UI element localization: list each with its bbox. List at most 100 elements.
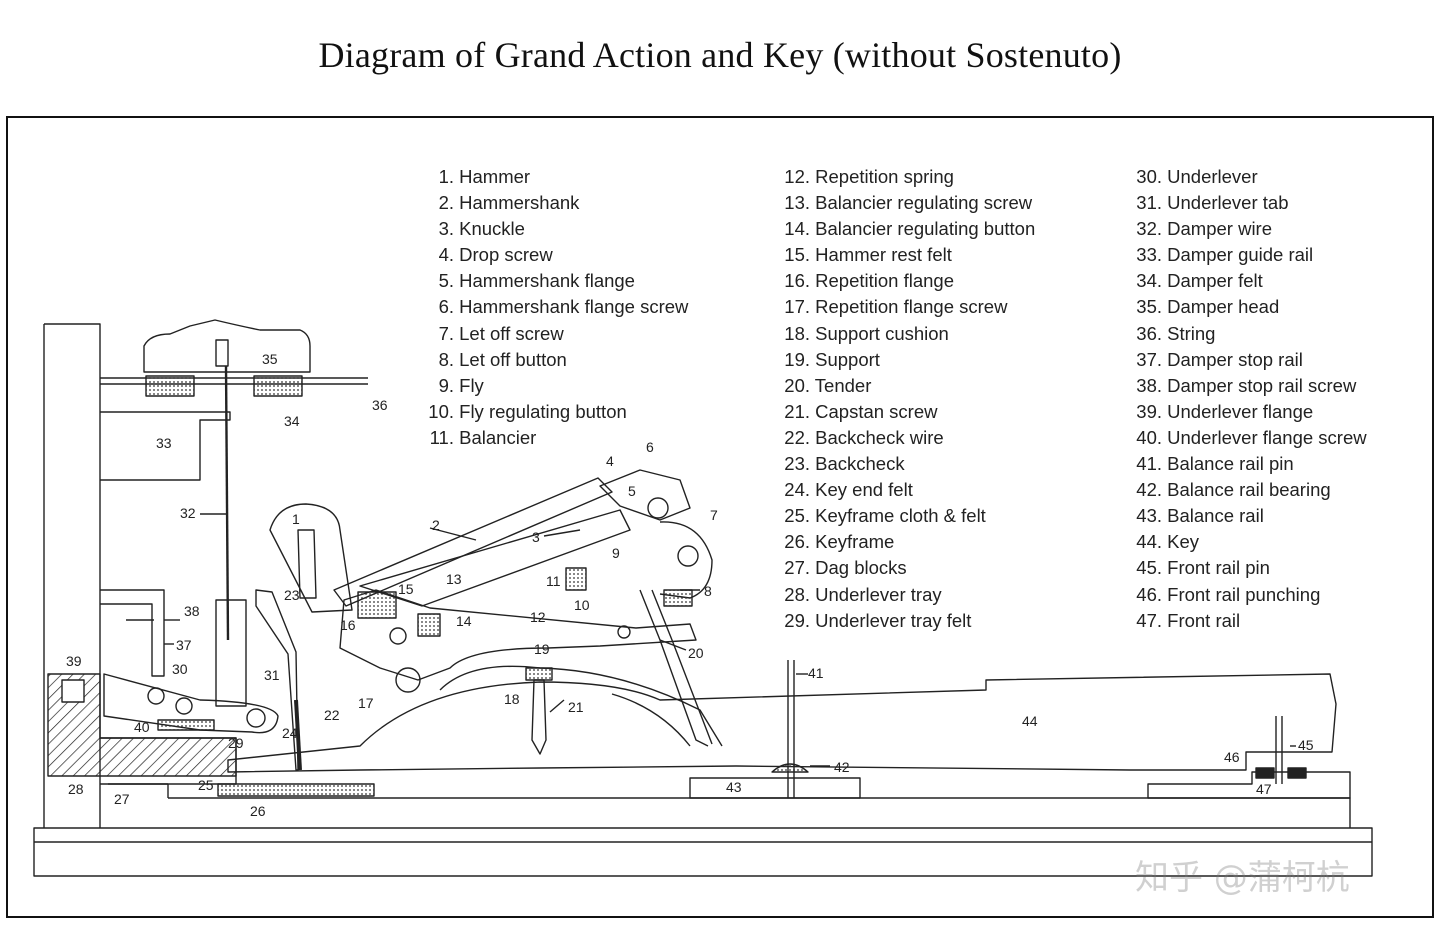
callout-25: 25 <box>198 777 214 793</box>
diagram-frame <box>6 116 1434 918</box>
legend-item: 44. Key <box>1128 529 1367 555</box>
legend-item-label: Tender <box>810 374 872 396</box>
legend-item-label: Damper wire <box>1162 218 1272 240</box>
legend-item-label: Fly regulating button <box>454 400 627 422</box>
legend-item-number: 45. <box>1136 557 1162 579</box>
legend-item-number: 21. <box>784 400 810 422</box>
legend-item-number: 23. <box>784 453 810 475</box>
legend-item-label: Let off button <box>454 348 567 370</box>
legend-item-number: 27. <box>784 557 810 579</box>
callout-41: 41 <box>808 665 824 681</box>
legend-item: 36. String <box>1128 321 1367 347</box>
legend-item: 8. Let off button <box>420 347 688 373</box>
legend-item: 17. Repetition flange screw <box>778 294 1035 320</box>
legend-item-label: Hammershank flange screw <box>454 296 689 318</box>
legend-item: 10. Fly regulating button <box>420 399 688 425</box>
damper-wire <box>224 365 230 641</box>
callout-11: 11 <box>546 573 561 589</box>
legend-item-number: 18. <box>784 322 810 344</box>
legend-item-label: Damper head <box>1162 296 1280 318</box>
legend-item: 22. Backcheck wire <box>778 425 1035 451</box>
callout-6: 6 <box>646 439 654 455</box>
legend-item-number: 46. <box>1136 583 1162 605</box>
legend-item: 42. Balance rail bearing <box>1128 477 1367 503</box>
legend-item-number: 6. <box>438 296 454 318</box>
legend-item-number: 35. <box>1136 296 1162 318</box>
legend-item: 15. Hammer rest felt <box>778 242 1035 268</box>
legend-item: 24. Key end felt <box>778 477 1035 503</box>
legend-item-label: Underlever flange <box>1162 400 1314 422</box>
legend-item-number: 41. <box>1136 453 1162 475</box>
legend-item: 34. Damper felt <box>1128 268 1367 294</box>
callout-30: 30 <box>172 661 188 677</box>
callout-22: 22 <box>324 707 340 723</box>
callout-28: 28 <box>68 781 84 797</box>
hammer <box>269 503 353 613</box>
legend-item-label: Underlever <box>1162 166 1258 187</box>
legend-item-number: 4. <box>438 244 454 266</box>
legend-item-label: Underlever tray <box>810 583 942 605</box>
callout-4: 4 <box>606 453 614 469</box>
damper-head <box>143 319 311 373</box>
legend-item: 38. Damper stop rail screw <box>1128 373 1367 399</box>
legend-item: 43. Balance rail <box>1128 503 1367 529</box>
callout-33: 33 <box>156 435 172 451</box>
callout-8: 8 <box>704 583 712 599</box>
legend-item-number: 5. <box>438 270 454 292</box>
legend-item: 39. Underlever flange <box>1128 399 1367 425</box>
legend-item-number: 43. <box>1136 505 1162 527</box>
diagram-title: Diagram of Grand Action and Key (without… <box>318 35 1122 75</box>
legend-item-label: Balancier regulating screw <box>810 192 1033 214</box>
legend-item-label: Support <box>810 348 880 370</box>
legend-item-label: Underlever tab <box>1162 192 1289 214</box>
callout-26: 26 <box>250 803 266 819</box>
callout-45: 45 <box>1298 737 1314 753</box>
legend-item-number: 2. <box>438 192 454 214</box>
legend-item-label: Hammer <box>454 166 531 187</box>
balance-rail <box>689 777 861 799</box>
legend-item-number: 16. <box>784 270 810 292</box>
legend-item-number: 17. <box>784 296 810 318</box>
legend-item: 11. Balancier <box>420 425 688 451</box>
callout-27: 27 <box>114 791 130 807</box>
callout-39: 39 <box>66 653 82 669</box>
legend-item: 33. Damper guide rail <box>1128 242 1367 268</box>
repetition-lever <box>359 509 631 607</box>
callout-2: 2 <box>432 517 440 533</box>
key <box>227 673 1337 773</box>
tender <box>639 589 709 747</box>
legend-item: 20. Tender <box>778 373 1035 399</box>
legend-item-number: 37. <box>1136 348 1162 370</box>
callout-46: 46 <box>1224 749 1240 765</box>
legend-item: 27. Dag blocks <box>778 555 1035 581</box>
legend-item: 7. Let off screw <box>420 321 688 347</box>
callout-47: 47 <box>1256 781 1272 797</box>
legend-item-label: Backcheck <box>810 453 905 475</box>
callout-14: 14 <box>456 613 472 629</box>
legend-item: 47. Front rail <box>1128 608 1367 634</box>
legend-item-number: 1. <box>438 166 454 187</box>
legend-item: 46. Front rail punching <box>1128 582 1367 608</box>
legend-item-label: Balance rail pin <box>1162 453 1294 475</box>
legend-item-label: Keyframe <box>810 531 895 553</box>
legend-item-number: 26. <box>784 531 810 553</box>
damper-stop-rail <box>100 589 165 677</box>
legend-item: 13. Balancier regulating screw <box>778 190 1035 216</box>
legend-item-number: 7. <box>438 322 454 344</box>
callout-13: 13 <box>446 571 462 587</box>
watermark: 知乎 @蒲柯杭 <box>1135 858 1350 898</box>
legend-item: 23. Backcheck <box>778 451 1035 477</box>
legend-item-label: Damper guide rail <box>1162 244 1314 266</box>
callout-16: 16 <box>340 617 356 633</box>
legend-item-label: Knuckle <box>454 218 525 240</box>
legend-item-label: Underlever tray felt <box>810 609 972 631</box>
legend-item: 18. Support cushion <box>778 321 1035 347</box>
callout-42: 42 <box>834 759 850 775</box>
legend-item: 37. Damper stop rail <box>1128 347 1367 373</box>
legend-item-number: 28. <box>784 583 810 605</box>
legend-item-label: Front rail pin <box>1162 557 1270 579</box>
support <box>339 589 697 681</box>
